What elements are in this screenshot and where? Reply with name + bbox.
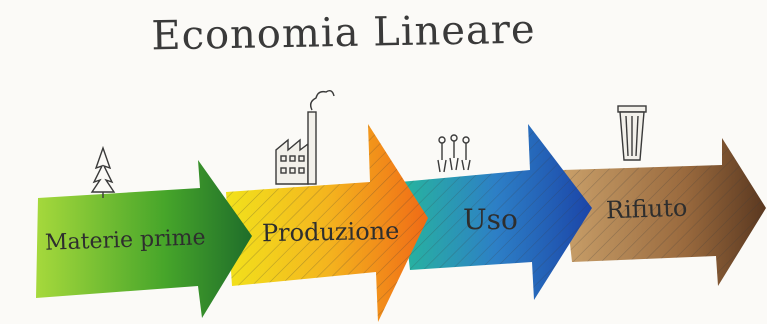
trash-bin-icon <box>617 105 647 161</box>
arrow-materie-prime <box>36 160 252 318</box>
factory-icon <box>275 89 335 185</box>
label-uso: Uso <box>463 203 518 236</box>
arrow-uso <box>400 124 592 300</box>
label-rifiuto: Rifiuto <box>605 193 688 225</box>
arrow-produzione <box>226 124 428 322</box>
tree-icon <box>90 145 116 198</box>
label-produzione: Produzione <box>261 216 400 248</box>
people-icon <box>437 134 471 173</box>
arrow-rifiuto <box>562 138 766 286</box>
